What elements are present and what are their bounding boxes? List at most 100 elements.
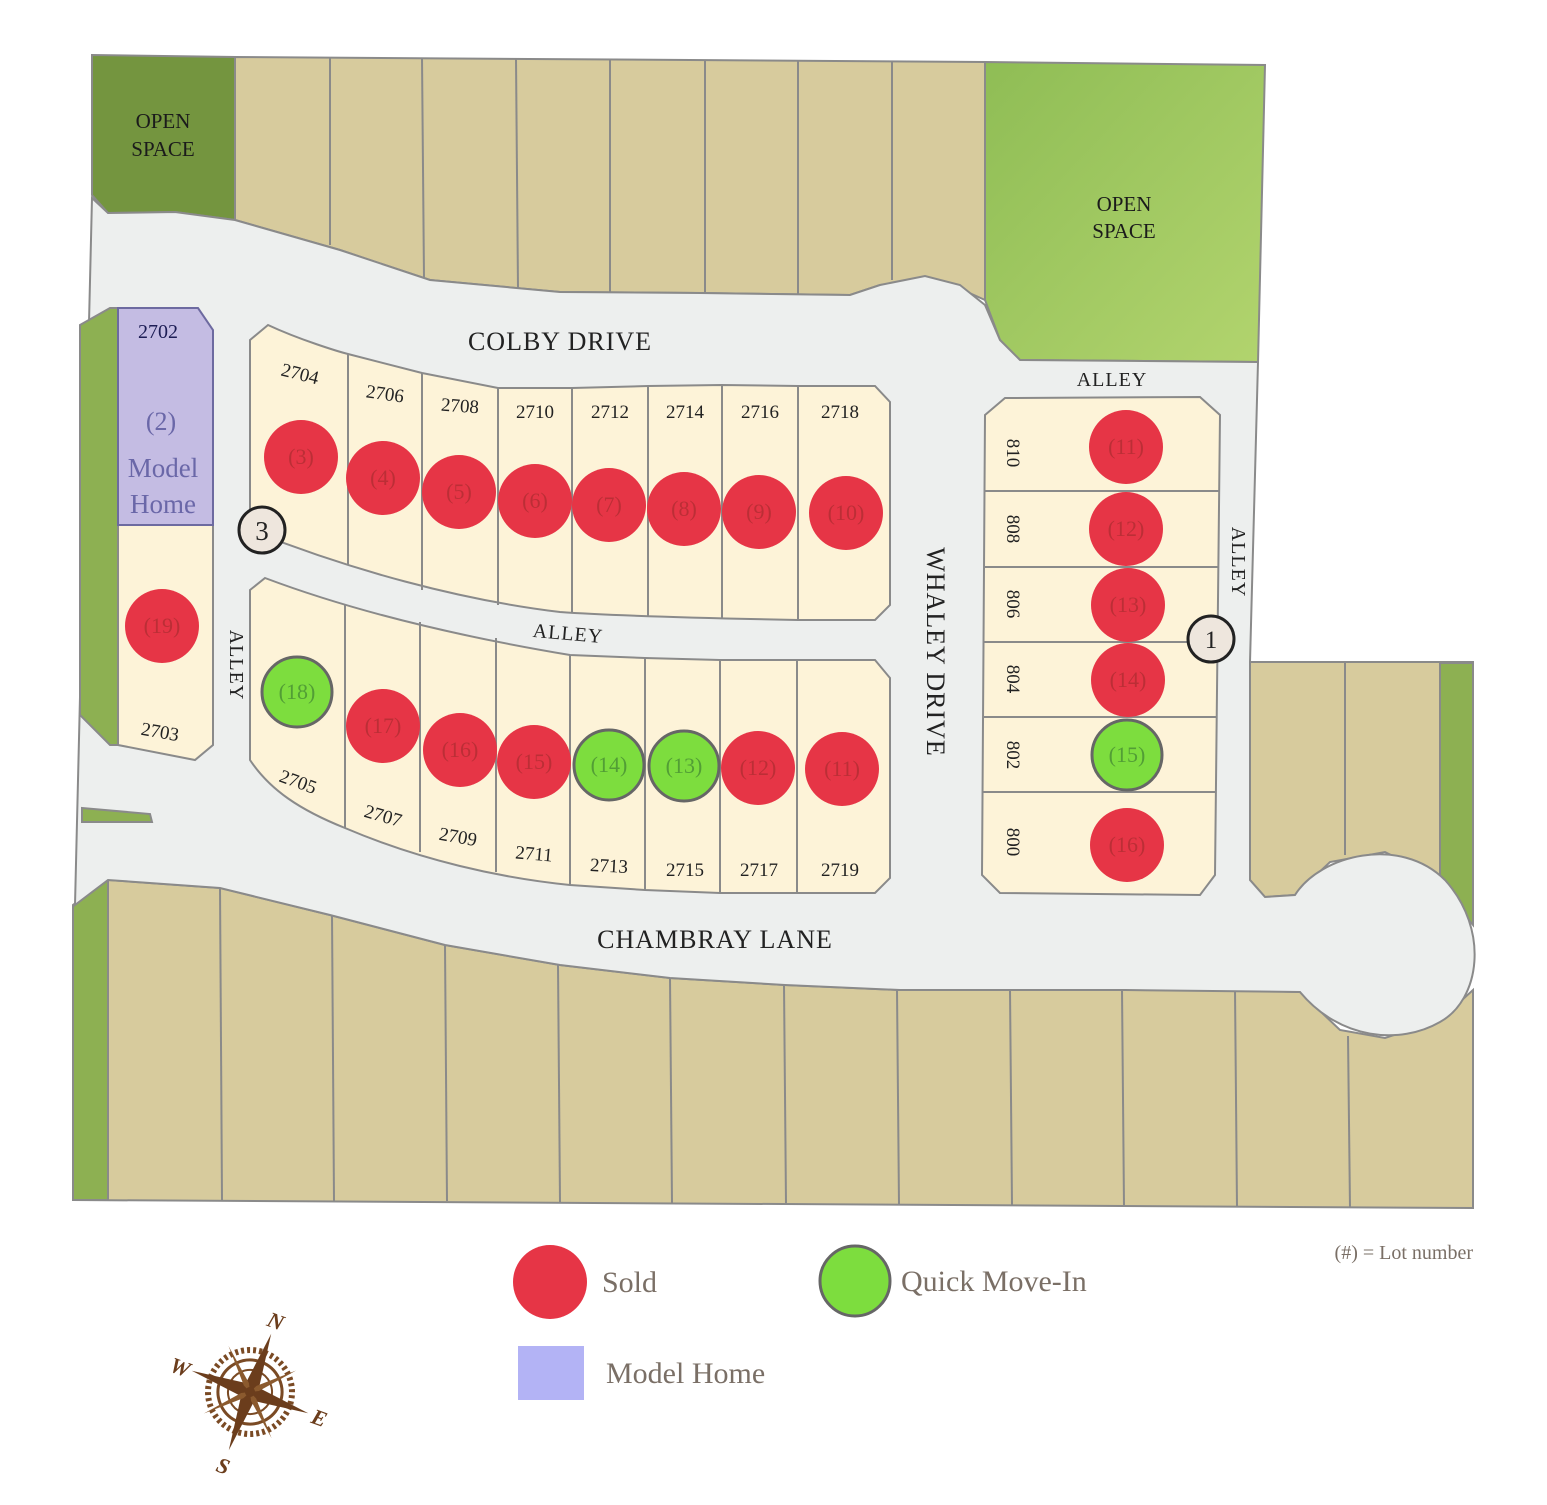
sold-dot: [264, 420, 338, 494]
model-home-lot[interactable]: [117, 307, 214, 526]
lot-marker[interactable]: (11): [805, 732, 879, 806]
sold-dot: [498, 464, 572, 538]
lot-number: (6): [522, 488, 548, 513]
quick-move-in-dot: [647, 729, 721, 803]
lot-number: (11): [824, 756, 860, 781]
compass-rose: N E S W: [167, 1306, 331, 1480]
top-row-lots: (3) (4) (5) (6) (7) (8) (9) (10): [264, 420, 883, 550]
alley-label-west: ALLEY: [225, 630, 247, 701]
address-label: 2717: [740, 860, 778, 881]
lot-marker[interactable]: (7): [572, 468, 646, 542]
sold-dot: [1090, 808, 1164, 882]
model-home-label-line1: Model: [128, 453, 199, 483]
lot-marker[interactable]: (16): [423, 713, 497, 787]
model-home-label-line2: Home: [130, 489, 196, 519]
model-home-lot-number: (2): [146, 407, 176, 436]
lot-number: (14): [591, 752, 628, 777]
address-label: 2716: [741, 402, 779, 423]
lot-number: (5): [446, 479, 472, 504]
lot-marker[interactable]: (5): [422, 455, 496, 529]
bottom-block: [249, 576, 891, 894]
lot-number: (10): [828, 500, 865, 525]
address-label: 2714: [666, 402, 705, 423]
compass-s: S: [213, 1452, 233, 1480]
sold-dot: [1089, 492, 1163, 566]
legend-sold-label: Sold: [602, 1266, 657, 1299]
street-whaley-drive: WHALEY DRIVE: [921, 547, 950, 757]
sold-dot: [721, 731, 795, 805]
lot-marker[interactable]: (12): [721, 731, 795, 805]
east-column-addresses: 810 808 806 804 802 800: [1002, 439, 1023, 857]
address-label: 804: [1002, 665, 1023, 694]
lot-marker[interactable]: (10): [809, 476, 883, 550]
lot-marker[interactable]: (18): [260, 655, 334, 729]
lot-number: (8): [671, 496, 697, 521]
lot-number: (19): [144, 613, 181, 638]
model-home-address: 2702: [138, 321, 178, 343]
sold-dot: [346, 441, 420, 515]
east-column-lots: (11) (12) (13) (14) (15) (16): [1089, 410, 1165, 882]
lot-number: (15): [1109, 742, 1146, 767]
address-label: 2713: [589, 855, 628, 878]
open-space-ne-line2: SPACE: [1092, 219, 1155, 243]
lot-marker[interactable]: (15): [1090, 718, 1164, 792]
sold-dot: [497, 725, 571, 799]
sold-dot: [422, 455, 496, 529]
street-chambray-lane: CHAMBRAY LANE: [597, 925, 833, 954]
address-label: 2719: [821, 860, 859, 881]
lot-number: (12): [1108, 516, 1145, 541]
sold-dot: [125, 589, 199, 663]
open-space-nw: OPEN SPACE: [91, 53, 236, 222]
lot-number: (7): [596, 492, 622, 517]
lot-number: (12): [740, 755, 777, 780]
sold-dot: [1089, 410, 1163, 484]
sold-dot: [1091, 643, 1165, 717]
open-space-nw-line2: SPACE: [131, 137, 194, 161]
lot-marker[interactable]: (15): [497, 725, 571, 799]
lot-marker[interactable]: (3): [264, 420, 338, 494]
lot-number: (13): [666, 753, 703, 778]
lot-marker[interactable]: (14): [572, 728, 646, 802]
compass-w: W: [167, 1352, 195, 1383]
alley-label-north: ALLEY: [1077, 369, 1148, 391]
address-label: 808: [1002, 515, 1023, 544]
lot-marker[interactable]: (9): [722, 475, 796, 549]
lot-number: (18): [279, 679, 316, 704]
sold-dot: [647, 472, 721, 546]
sold-dot: [805, 732, 879, 806]
lot-marker[interactable]: (4): [346, 441, 420, 515]
lot-marker[interactable]: (16): [1090, 808, 1164, 882]
sold-dot: [346, 689, 420, 763]
lot-number: (13): [1110, 592, 1147, 617]
lot-marker[interactable]: (12): [1089, 492, 1163, 566]
address-label: 2708: [440, 395, 479, 419]
lot-marker[interactable]: (6): [498, 464, 572, 538]
legend: Sold Quick Move-In Model Home (#) = Lot …: [513, 1242, 1473, 1400]
lot-marker[interactable]: (14): [1091, 643, 1165, 717]
lot-marker[interactable]: (17): [346, 689, 420, 763]
quick-move-in-dot: [260, 655, 334, 729]
legend-quick-label: Quick Move-In: [901, 1265, 1087, 1298]
open-space-nw-line1: OPEN: [136, 109, 191, 133]
address-label: 2711: [514, 842, 553, 866]
bottom-row-addresses: 2705 2707 2709 2711 2713 2715 2717 2719: [276, 766, 859, 881]
entry-marker-1[interactable]: 1: [1186, 614, 1236, 664]
address-label: 2712: [591, 402, 629, 423]
address-label: 802: [1002, 741, 1023, 770]
lot-marker-19[interactable]: (19): [125, 589, 199, 663]
lot-marker[interactable]: (13): [647, 729, 721, 803]
entry-marker-3[interactable]: 3: [237, 505, 287, 555]
legend-lot-note: (#) = Lot number: [1335, 1242, 1474, 1264]
legend-quick-swatch: [818, 1244, 892, 1318]
legend-model-label: Model Home: [606, 1357, 765, 1390]
open-space-ne-line1: OPEN: [1097, 192, 1152, 216]
lot-marker[interactable]: (13): [1091, 568, 1165, 642]
entry-marker-label: 3: [255, 516, 269, 546]
lot-marker[interactable]: (11): [1089, 410, 1163, 484]
street-colby-drive: COLBY DRIVE: [468, 327, 652, 356]
legend-sold-swatch: [513, 1245, 587, 1319]
bottom-row-lots: (18) (17) (16) (15) (14) (13) (12) (11): [260, 655, 879, 806]
sold-dot: [423, 713, 497, 787]
lot-marker[interactable]: (8): [647, 472, 721, 546]
